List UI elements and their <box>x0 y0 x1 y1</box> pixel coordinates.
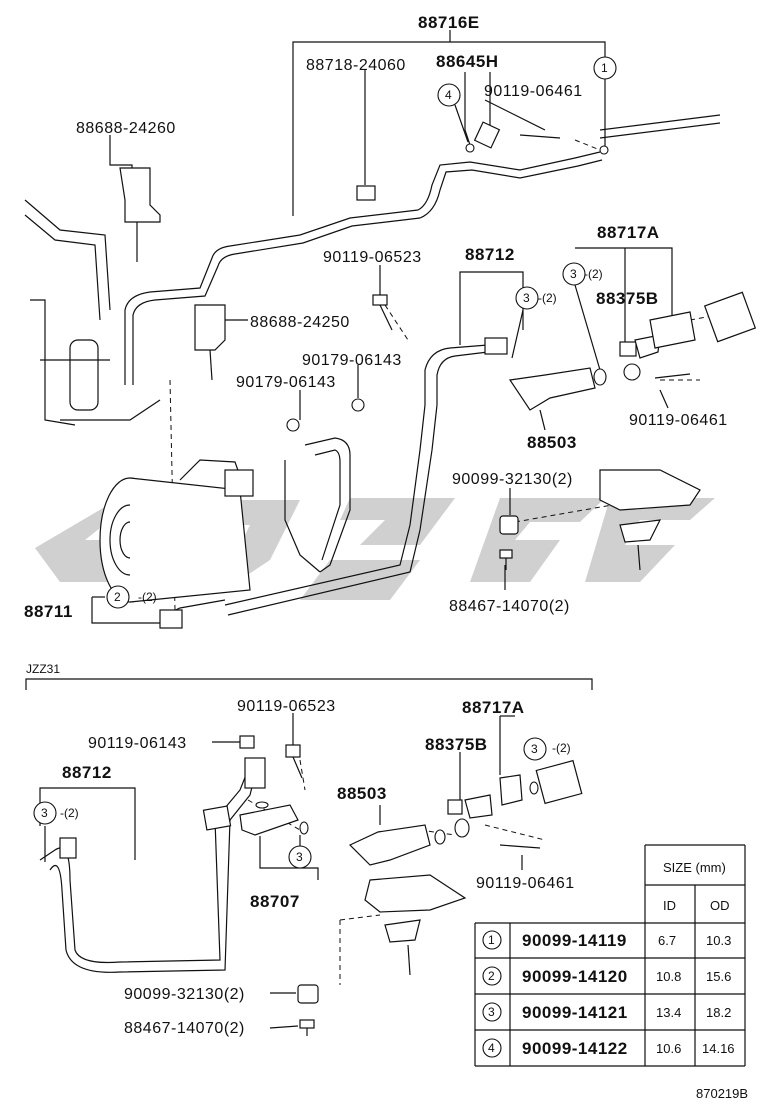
label-88467-14070-lower: 88467-14070(2) <box>124 1020 245 1037</box>
svg-text:1: 1 <box>488 933 495 947</box>
label-90119-06523-lower: 90119-06523 <box>237 698 336 715</box>
label-88707: 88707 <box>250 892 300 911</box>
table-row: 3 90099-14121 13.4 18.2 <box>482 1002 731 1022</box>
compressor-drawing <box>99 459 254 603</box>
label-88688-24250: 88688-24250 <box>250 314 350 331</box>
svg-text:90099-14119: 90099-14119 <box>522 931 627 950</box>
label-88645H: 88645H <box>436 52 499 71</box>
table-header-id: ID <box>663 898 676 913</box>
svg-text:2: 2 <box>114 590 121 604</box>
label-90179-06143-a: 90179-06143 <box>302 352 402 369</box>
section-label-jzz31: JZZ31 <box>26 662 60 676</box>
label-90099-32130-lower: 90099-32130(2) <box>124 986 245 1003</box>
figure-code: 870219B <box>696 1086 748 1101</box>
svg-text:1: 1 <box>601 61 608 75</box>
callout-4: 4 <box>437 83 461 107</box>
table-row: 1 90099-14119 6.7 10.3 <box>482 930 731 950</box>
upper-leaders <box>91 30 713 624</box>
callout-2-upper: 2 <box>106 585 130 609</box>
label-88712-lower: 88712 <box>62 763 112 782</box>
qty-label-2: -(2) <box>538 291 557 305</box>
svg-text:3: 3 <box>531 742 538 756</box>
svg-text:3: 3 <box>523 291 530 305</box>
label-90099-32130-upper: 90099-32130(2) <box>452 471 573 488</box>
svg-text:3: 3 <box>488 1005 495 1019</box>
svg-text:4: 4 <box>445 88 452 102</box>
label-90119-06523: 90119-06523 <box>323 249 422 266</box>
label-88503-upper: 88503 <box>527 433 577 452</box>
qty-label-1: -(2) <box>584 267 603 281</box>
label-90119-06461-lower: 90119-06461 <box>476 875 575 892</box>
label-90119-06143-lower: 90119-06143 <box>88 735 187 752</box>
label-88688-24260: 88688-24260 <box>76 120 176 137</box>
size-table: SIZE (mm) ID OD 1 90099-14119 6.7 10.3 2… <box>474 844 746 1067</box>
svg-text:2: 2 <box>488 969 495 983</box>
svg-text:90099-14120: 90099-14120 <box>522 967 628 986</box>
svg-text:3: 3 <box>570 267 577 281</box>
label-88717A-lower: 88717A <box>462 698 525 717</box>
label-88375B-upper: 88375B <box>596 289 659 308</box>
label-88717A-upper: 88717A <box>597 223 660 242</box>
svg-text:13.4: 13.4 <box>656 1005 681 1020</box>
lower-parts <box>39 735 583 1036</box>
svg-text:10.8: 10.8 <box>656 969 681 984</box>
receiver-assembly-drawing <box>24 199 161 426</box>
svg-text:15.6: 15.6 <box>706 969 731 984</box>
svg-text:18.2: 18.2 <box>706 1005 731 1020</box>
label-88375B-lower: 88375B <box>425 735 488 754</box>
label-88712-upper: 88712 <box>465 245 515 264</box>
svg-text:10.6: 10.6 <box>656 1041 681 1056</box>
svg-text:3: 3 <box>296 850 303 864</box>
callout-3-lower-b: 3 <box>33 801 57 825</box>
svg-text:3: 3 <box>41 806 48 820</box>
section-bracket <box>25 678 593 690</box>
label-90119-06461-top: 90119-06461 <box>484 83 583 100</box>
callout-3-upper-b: 3 <box>515 286 539 310</box>
table-header-od: OD <box>710 898 730 913</box>
label-90119-06461-right: 90119-06461 <box>629 412 728 429</box>
svg-text:4: 4 <box>488 1041 495 1055</box>
svg-text:90099-14121: 90099-14121 <box>522 1003 628 1022</box>
callout-1: 1 <box>593 56 617 80</box>
label-88467-14070-upper: 88467-14070(2) <box>449 598 570 615</box>
callout-3-upper-a: 3 <box>562 262 586 286</box>
svg-text:6.7: 6.7 <box>658 933 676 948</box>
lower-leaders <box>39 713 556 1029</box>
table-row: 4 90099-14122 10.6 14.16 <box>482 1038 735 1058</box>
svg-text:14.16: 14.16 <box>702 1041 735 1056</box>
label-88711: 88711 <box>24 602 73 621</box>
upper-parts <box>24 114 757 629</box>
label-88503-lower: 88503 <box>337 784 387 803</box>
table-header-size: SIZE (mm) <box>663 860 726 875</box>
label-88718-24060: 88718-24060 <box>306 57 406 74</box>
callout-3-lower-c: 3 <box>288 845 312 869</box>
label-88716E: 88716E <box>418 13 480 32</box>
svg-text:90099-14122: 90099-14122 <box>522 1039 628 1058</box>
svg-text:10.3: 10.3 <box>706 933 731 948</box>
label-90179-06143-b: 90179-06143 <box>236 374 336 391</box>
qty-label-lower-2: -(2) <box>60 806 79 820</box>
callout-3-lower-a: 3 <box>523 737 547 761</box>
qty-label-lower-1: -(2) <box>552 741 571 755</box>
qty-label-3: -(2) <box>138 590 157 604</box>
table-row: 2 90099-14120 10.8 15.6 <box>482 966 731 986</box>
